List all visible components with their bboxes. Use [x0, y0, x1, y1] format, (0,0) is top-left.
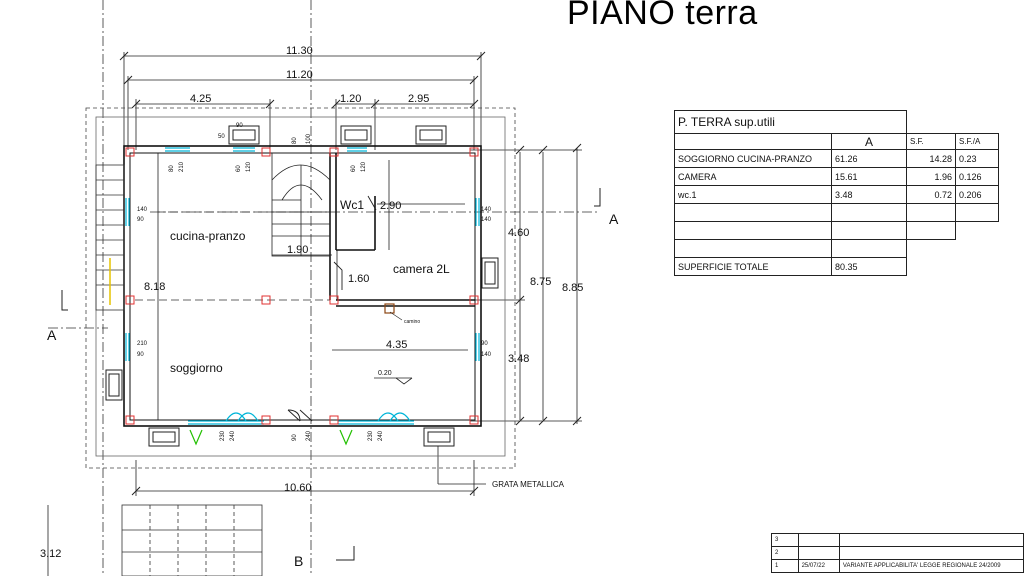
table-row: CAMERA 15.61 1.96 0.126 [674, 167, 999, 186]
dim-right-inner: 8.75 [530, 276, 551, 288]
exterior-stair-left [95, 164, 125, 311]
dim-right-outer: 8.85 [562, 282, 583, 294]
room-soggiorno: soggiorno [170, 361, 223, 375]
table-row-empty [674, 239, 999, 258]
door-swing-marks [189, 429, 353, 446]
svg-text:90: 90 [137, 217, 144, 223]
window-labels: 80 210 60 120 60 120 80 100 50 90 140 90… [137, 123, 492, 441]
dim-top-left: 4.25 [190, 93, 211, 105]
svg-text:230: 230 [220, 430, 226, 441]
exterior-stair-bottom [121, 504, 263, 576]
camino-label: camino [404, 319, 420, 325]
dim-camera-width: 4.35 [386, 339, 407, 351]
col-sfa: S.F./A [955, 133, 999, 150]
table-row: SOGGIORNO CUCINA-PRANZO 61.26 14.28 0.23 [674, 149, 999, 168]
svg-text:80: 80 [169, 165, 175, 172]
dim-level: 0.20 [378, 370, 392, 377]
table-row-empty [674, 221, 999, 240]
svg-text:230: 230 [368, 430, 374, 441]
dim-top-outer: 11.30 [286, 45, 313, 57]
room-labels: cucina-pranzo soggiorno Wc1 camera 2L ca… [170, 198, 450, 375]
areas-table-header: A S.F. S.F./A [674, 133, 999, 150]
dim-top-inner: 11.20 [286, 69, 313, 81]
entrance-door [287, 409, 313, 422]
dim-right-upper: 4.60 [508, 227, 529, 239]
col-sf: S.F. [906, 133, 956, 150]
table-row: wc.1 3.48 0.72 0.206 [674, 185, 999, 204]
revision-row: 2 [771, 546, 1024, 560]
svg-text:140: 140 [481, 352, 492, 358]
svg-text:90: 90 [236, 123, 243, 129]
dim-bottom-stair: 3.12 [40, 548, 61, 560]
svg-text:140: 140 [481, 217, 492, 223]
dimension-ticks [119, 51, 582, 496]
room-cucina: cucina-pranzo [170, 229, 246, 243]
svg-text:60: 60 [351, 165, 357, 172]
axis-lines [48, 0, 600, 576]
revision-row: 3 [771, 533, 1024, 547]
dim-wc-height: 1.60 [348, 273, 369, 285]
room-camera: camera 2L [393, 262, 450, 276]
svg-text:100: 100 [306, 133, 312, 144]
dim-stair-width: 1.90 [287, 244, 308, 256]
table-total-row: SUPERFICIE TOTALE 80.35 [674, 257, 999, 276]
page-title: PIANO terra [567, 0, 758, 32]
windows [125, 147, 480, 425]
hidden-lines [135, 211, 330, 301]
wc-door [333, 261, 343, 290]
svg-text:120: 120 [361, 161, 367, 172]
svg-text:140: 140 [481, 207, 492, 213]
svg-text:80: 80 [292, 137, 298, 144]
level-marker [395, 377, 413, 385]
wc-door-2 [367, 195, 377, 211]
total-value: 80.35 [831, 257, 907, 276]
section-a-right: A [609, 211, 619, 227]
room-wc: Wc1 [340, 198, 364, 212]
dim-top-mid: 1.20 [340, 93, 361, 105]
revisions-table: 3 2 1 25/07/22 VARIANTE APPLICABILITA' L… [771, 533, 1024, 573]
dim-top-right: 2.95 [408, 93, 429, 105]
svg-text:120: 120 [246, 161, 252, 172]
grata-annotation: GRATA METALLICA [492, 480, 565, 489]
grates [105, 125, 499, 447]
col-a: A [831, 133, 907, 150]
table-row-empty [674, 203, 999, 222]
section-b: B [294, 553, 303, 569]
areas-table-title: P. TERRA sup.utili [674, 110, 907, 134]
areas-table-title-row: P. TERRA sup.utili [674, 110, 999, 134]
svg-text:210: 210 [179, 161, 185, 172]
total-label: SUPERFICIE TOTALE [674, 257, 832, 276]
dim-wc-width: 2.90 [380, 200, 401, 212]
svg-text:50: 50 [218, 134, 225, 140]
svg-text:240: 240 [378, 430, 384, 441]
dim-left-height: 8.18 [144, 281, 165, 293]
svg-text:240: 240 [306, 430, 312, 441]
svg-text:60: 60 [236, 165, 242, 172]
camino-symbol [384, 303, 403, 321]
svg-text:90: 90 [481, 341, 488, 347]
section-a-left: A [47, 327, 57, 343]
dimension-lines [47, 52, 582, 576]
section-labels: A A B [47, 211, 619, 569]
svg-text:210: 210 [137, 341, 148, 347]
areas-table: P. TERRA sup.utili A S.F. S.F./A SOGGIOR… [674, 110, 999, 276]
svg-text:90: 90 [137, 352, 144, 358]
dimension-labels: 11.30 11.20 4.25 1.20 2.95 2.90 1.90 1.6… [40, 45, 583, 560]
pillars [125, 147, 479, 425]
svg-text:140: 140 [137, 207, 148, 213]
section-marks [61, 188, 601, 561]
svg-text:90: 90 [292, 434, 298, 441]
staircase [271, 152, 331, 257]
walls [123, 145, 482, 427]
dim-right-lower: 3.48 [508, 353, 529, 365]
dim-bottom-total: 10.60 [284, 482, 312, 494]
svg-text:240: 240 [230, 430, 236, 441]
revision-row: 1 25/07/22 VARIANTE APPLICABILITA' LEGGE… [771, 559, 1024, 573]
